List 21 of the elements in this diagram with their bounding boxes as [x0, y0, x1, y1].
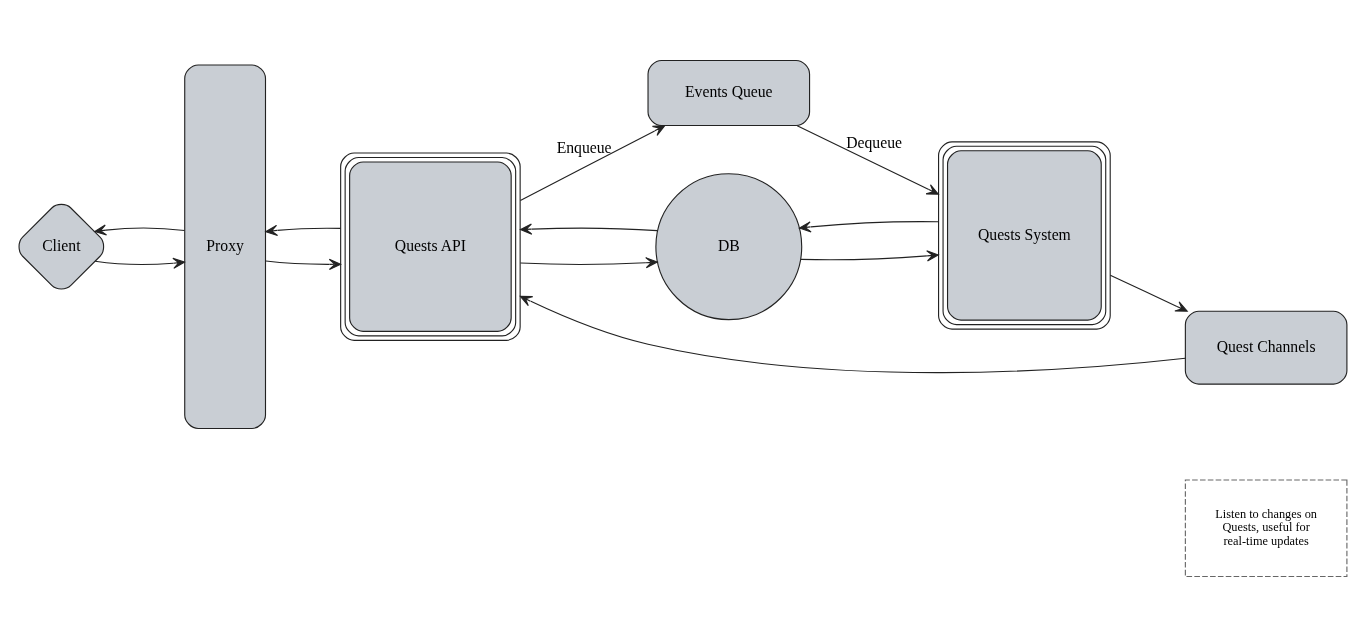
arrow — [519, 256, 658, 268]
arrow — [265, 258, 342, 270]
node-box: Quests System — [938, 140, 1111, 330]
arrow — [796, 124, 939, 195]
arrow — [94, 224, 186, 236]
edge-label: Dequeue — [846, 133, 902, 151]
arrow — [519, 223, 658, 235]
node-box: Proxy — [184, 63, 267, 429]
arrow — [519, 124, 666, 201]
node-box: Quest Channels — [1184, 310, 1348, 385]
node-box: Events Queue — [647, 59, 811, 126]
arrow — [265, 224, 342, 236]
arrow — [800, 249, 939, 261]
edge-label: Enqueue — [556, 138, 612, 156]
arrow — [798, 220, 940, 232]
node-box: Listen to changes on Quests, useful for real-time updates — [1184, 479, 1348, 577]
node-circle: DB — [655, 172, 803, 320]
arrow — [1109, 274, 1188, 312]
arrow — [94, 257, 186, 269]
arrow — [519, 295, 1186, 373]
node-box: Quests API — [340, 152, 521, 341]
